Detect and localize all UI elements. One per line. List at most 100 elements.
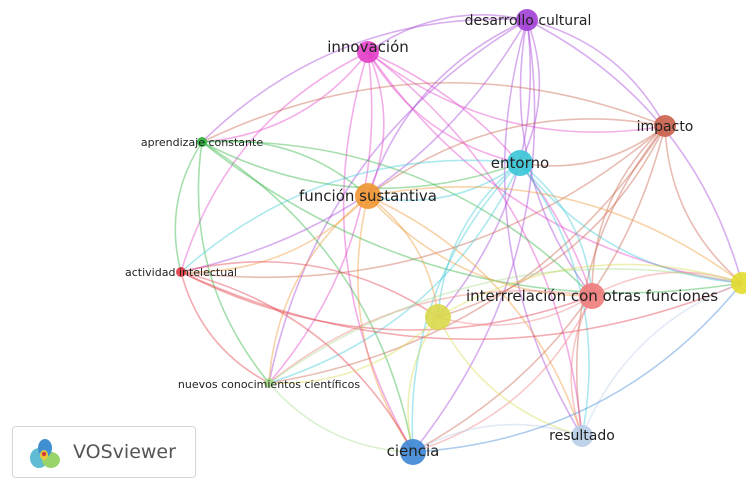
node-actividad[interactable] bbox=[176, 267, 186, 277]
edge-funcion-resultado bbox=[367, 195, 583, 437]
edge-innovacion-actividad bbox=[180, 51, 369, 273]
edge-innovacion-aprendizaje bbox=[201, 51, 369, 143]
edge-interrelacion-resultado bbox=[570, 295, 593, 437]
edge-innovacion-interrelacion bbox=[367, 51, 593, 297]
edge-impacto-nuevos bbox=[268, 125, 666, 384]
node-impacto[interactable] bbox=[654, 115, 676, 137]
node-yellow_center[interactable] bbox=[425, 304, 451, 330]
edge-aprendizaje-ciencia bbox=[201, 141, 414, 453]
label-actividad[interactable]: actividad intelectual bbox=[125, 266, 237, 279]
edges-layer bbox=[174, 14, 743, 453]
edge-actividad-yellow_center bbox=[180, 260, 439, 318]
edge-impacto-ciencia bbox=[412, 125, 666, 453]
edge-entorno-actividad bbox=[180, 159, 521, 273]
edge-innovacion-entorno bbox=[367, 51, 521, 164]
edge-ciencia-yellow_right bbox=[412, 282, 743, 453]
edge-interrelacion-ciencia bbox=[412, 295, 593, 453]
edge-impacto-resultado bbox=[576, 125, 666, 437]
edge-impacto-yellow_right bbox=[664, 125, 743, 284]
edge-actividad-interrelacion bbox=[180, 271, 593, 331]
label-funcion[interactable]: función sustantiva bbox=[299, 187, 437, 205]
edge-actividad-yellow_right bbox=[180, 271, 743, 341]
edge-entorno-ciencia bbox=[411, 162, 521, 453]
edge-interrelacion-yellow_right bbox=[591, 271, 743, 297]
edge-resultado-ciencia bbox=[412, 423, 583, 453]
edge-innovacion-impacto bbox=[367, 51, 666, 133]
node-funcion[interactable] bbox=[355, 183, 381, 209]
edge-innovacion-resultado bbox=[367, 51, 583, 437]
node-innovacion[interactable] bbox=[357, 41, 379, 63]
edge-funcion-ciencia bbox=[357, 195, 414, 453]
edge-funcion-actividad bbox=[180, 195, 369, 273]
edge-desarrollo-funcion bbox=[367, 19, 528, 197]
label-interrelacion[interactable]: interrrelación con otras funciones bbox=[466, 287, 718, 305]
edge-desarrollo-actividad bbox=[180, 19, 528, 273]
edge-innovacion-nuevos bbox=[268, 51, 373, 384]
node-ciencia[interactable] bbox=[400, 439, 426, 465]
edge-innovacion-yellow_right bbox=[367, 51, 743, 284]
edge-desarrollo-yellow_center bbox=[437, 19, 532, 318]
edge-impacto-entorno bbox=[519, 125, 666, 167]
edge-nuevos-ciencia bbox=[268, 382, 414, 453]
edge-desarrollo-aprendizaje bbox=[201, 18, 528, 143]
edge-entorno-yellow_right bbox=[519, 162, 743, 284]
edge-aprendizaje-actividad bbox=[174, 141, 203, 273]
edge-desarrollo-entorno bbox=[519, 19, 541, 164]
vosviewer-logo: VOSviewer bbox=[12, 426, 196, 478]
label-impacto[interactable]: impacto bbox=[637, 119, 694, 135]
node-desarrollo[interactable] bbox=[516, 9, 538, 31]
edge-innovacion-ciencia bbox=[342, 51, 414, 453]
node-resultado[interactable] bbox=[571, 425, 593, 447]
edge-funcion-yellow_center bbox=[367, 195, 439, 318]
node-entorno[interactable] bbox=[507, 150, 533, 176]
edge-impacto-yellow_center bbox=[437, 125, 666, 318]
edge-innovacion-funcion bbox=[367, 51, 385, 197]
edge-yellow_center-nuevos bbox=[268, 316, 439, 385]
node-interrelacion[interactable] bbox=[579, 283, 605, 309]
edge-nuevos-yellow_right bbox=[268, 268, 743, 384]
edge-impacto-aprendizaje bbox=[201, 82, 666, 143]
edge-yellow_center-yellow_right bbox=[437, 263, 743, 318]
edge-impacto-funcion bbox=[367, 118, 666, 197]
edge-desarrollo-innovacion bbox=[367, 14, 528, 53]
edge-entorno-nuevos bbox=[268, 162, 521, 384]
nodes-layer bbox=[176, 9, 746, 465]
edge-impacto-actividad bbox=[180, 125, 666, 279]
edge-interrelacion-yellow_center bbox=[437, 295, 593, 326]
edge-aprendizaje-interrelacion bbox=[201, 140, 593, 297]
edge-aprendizaje-nuevos bbox=[197, 141, 270, 384]
edge-desarrollo-resultado bbox=[503, 19, 583, 437]
label-innovacion[interactable]: innovación bbox=[327, 38, 409, 56]
edge-resultado-yellow_right bbox=[581, 282, 743, 437]
edge-aprendizaje-yellow_right bbox=[201, 141, 743, 294]
edge-yellow_center-ciencia bbox=[407, 316, 439, 453]
edge-funcion-yellow_right bbox=[367, 186, 743, 284]
edge-desarrollo-ciencia bbox=[412, 19, 536, 453]
label-aprendizaje[interactable]: aprendizaje constante bbox=[141, 136, 263, 149]
label-ciencia[interactable]: ciencia bbox=[387, 442, 440, 460]
edge-entorno-yellow_center bbox=[437, 162, 521, 318]
logo-text: VOSviewer bbox=[73, 441, 176, 463]
edge-funcion-interrelacion bbox=[367, 195, 593, 297]
label-entorno[interactable]: entorno bbox=[491, 154, 549, 172]
edge-entorno-funcion bbox=[367, 162, 521, 202]
edge-funcion-nuevos bbox=[268, 195, 369, 384]
edge-desarrollo-impacto bbox=[526, 19, 666, 127]
edge-actividad-nuevos bbox=[180, 271, 270, 384]
edge-aprendizaje-funcion bbox=[201, 139, 369, 197]
label-desarrollo[interactable]: desarrollo cultural bbox=[465, 13, 592, 29]
label-resultado[interactable]: resultado bbox=[549, 428, 615, 444]
node-nuevos[interactable] bbox=[264, 378, 274, 388]
edge-yellow_center-resultado bbox=[437, 316, 583, 437]
edge-actividad-ciencia bbox=[180, 271, 414, 453]
edge-impacto-interrelacion bbox=[591, 125, 666, 297]
node-yellow_right[interactable] bbox=[731, 272, 746, 294]
edge-desarrollo-nuevos bbox=[268, 19, 528, 384]
labels-layer: desarrollo cultural innovación impacto apre… bbox=[125, 13, 718, 460]
edge-interrelacion-nuevos bbox=[268, 289, 593, 384]
label-nuevos[interactable]: nuevos conocimientos científicos bbox=[178, 378, 360, 391]
vosviewer-logo-icon bbox=[30, 439, 60, 468]
node-aprendizaje[interactable] bbox=[197, 137, 207, 147]
